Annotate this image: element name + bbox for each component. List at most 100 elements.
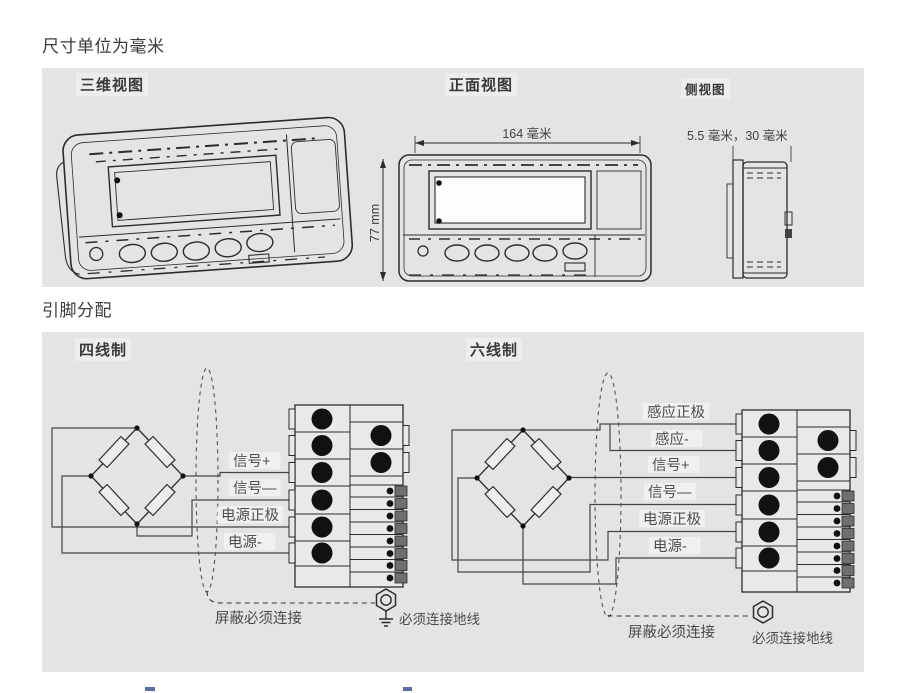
wire — [183, 471, 295, 477]
terminal-tab — [735, 547, 743, 569]
wire-label-highlight — [639, 510, 705, 527]
wire — [136, 499, 295, 537]
shield-note: 屏蔽必须连接 — [628, 624, 715, 641]
button-row — [417, 242, 588, 272]
terminal-screw — [758, 467, 780, 488]
cropped-text-artifact — [403, 687, 412, 691]
wire-label-highlight — [217, 506, 283, 523]
three-d-view-drawing — [56, 116, 354, 280]
small-terminal-tab — [394, 498, 408, 509]
bridge-resistor — [484, 437, 516, 471]
terminal-tab — [288, 408, 296, 430]
wire-label-highlight — [649, 537, 701, 554]
side-knob — [785, 229, 792, 238]
view-label-front: 正面视图 — [445, 73, 518, 96]
cable-shield-ellipse — [195, 367, 219, 593]
load-cell-bridge — [474, 427, 572, 529]
terminal-block — [288, 404, 410, 588]
terminal-screw — [758, 413, 780, 435]
small-terminal-tab — [394, 560, 408, 571]
terminal-tab — [288, 462, 296, 483]
dim-height: 77 mm — [368, 159, 386, 281]
bridge-resistor — [484, 485, 516, 519]
terminal-tab — [849, 457, 857, 478]
dim-depth-label: 5.5 毫米，30 毫米 — [687, 128, 788, 143]
bridge-node — [180, 473, 186, 479]
terminal-block — [735, 409, 857, 593]
small-terminal-dot — [386, 500, 394, 507]
terminal-tab — [288, 542, 296, 564]
small-terminal-dot — [386, 574, 394, 582]
wire-label: 信号+ — [652, 457, 689, 474]
small-terminal-dot — [386, 525, 394, 532]
terminal-screw — [817, 457, 839, 478]
view-label-side: 侧视图 — [681, 78, 730, 99]
screw-dot — [114, 177, 121, 184]
terminal-tab — [735, 467, 743, 488]
wire-label: 电源- — [653, 538, 687, 555]
device-front — [398, 154, 652, 282]
small-terminal-dot — [386, 487, 394, 495]
small-terminal-dot — [386, 512, 394, 520]
small-terminal-dot — [833, 579, 841, 587]
front-view-drawing: 164 毫米 77 mm — [368, 126, 652, 282]
small-terminal-dot — [833, 555, 841, 562]
terminal-tab — [288, 489, 296, 511]
four-wire-label: 四线制 — [75, 338, 132, 361]
screw-dot — [436, 180, 442, 186]
terminal-screw — [758, 521, 780, 543]
bridge-resistor — [530, 437, 562, 471]
small-terminal-tab — [841, 565, 855, 576]
ground-icon — [752, 600, 774, 624]
view-label-3d: 三维视图 — [76, 73, 149, 96]
small-terminal-tab — [841, 503, 855, 514]
ground-note: 必须连接地线 — [752, 630, 833, 646]
wire-label-highlight — [643, 403, 709, 420]
bridge-node — [134, 425, 140, 431]
device-side-face — [56, 161, 80, 275]
terminal-screw — [311, 462, 333, 483]
bridge-resistor — [98, 483, 130, 517]
ground-icon — [375, 588, 397, 627]
terminal-screw — [758, 494, 780, 516]
display-window — [107, 154, 281, 228]
bridge-node — [520, 523, 526, 529]
small-terminal-dot — [386, 550, 394, 557]
wire — [61, 475, 295, 554]
small-terminal-dot — [386, 537, 394, 545]
dimensions-panel: 三维视图 正面视图 侧视图 — [42, 68, 864, 287]
wire-label-highlight — [651, 430, 703, 447]
screw-dot — [116, 212, 123, 219]
bridge-node — [566, 475, 572, 481]
shield-wire — [607, 614, 751, 617]
dim-width: 164 毫米 — [414, 126, 641, 153]
screw-dot — [436, 218, 442, 224]
shield-note: 屏蔽必须连接 — [215, 610, 302, 627]
small-terminal-dot — [833, 517, 841, 525]
display-window — [428, 170, 592, 230]
wire-label-highlight — [644, 483, 696, 500]
device-side — [726, 159, 793, 279]
dim-height-label: 77 mm — [368, 204, 382, 242]
wire-label-highlight — [648, 456, 700, 473]
terminal-tab — [735, 521, 743, 543]
six-wire-label: 六线制 — [466, 338, 523, 361]
small-terminal-tab — [394, 535, 408, 547]
wire-label-highlight — [229, 479, 281, 496]
wire-label: 电源正极 — [643, 511, 701, 528]
bridge-resistor — [530, 485, 562, 519]
small-terminal-tab — [394, 548, 408, 559]
wire-label: 电源- — [228, 534, 262, 551]
terminal-screw — [758, 440, 780, 461]
wire-label: 信号— — [233, 480, 277, 497]
small-terminal-tab — [841, 515, 855, 527]
wire-label-highlight — [229, 452, 281, 469]
wire-label-highlight — [224, 533, 276, 550]
small-terminal-dot — [833, 492, 841, 500]
small-terminal-tab — [394, 523, 408, 534]
small-terminal-tab — [394, 485, 408, 497]
wire — [457, 477, 742, 573]
ground-note: 必须连接地线 — [399, 611, 480, 627]
terminal-tab — [735, 440, 743, 461]
